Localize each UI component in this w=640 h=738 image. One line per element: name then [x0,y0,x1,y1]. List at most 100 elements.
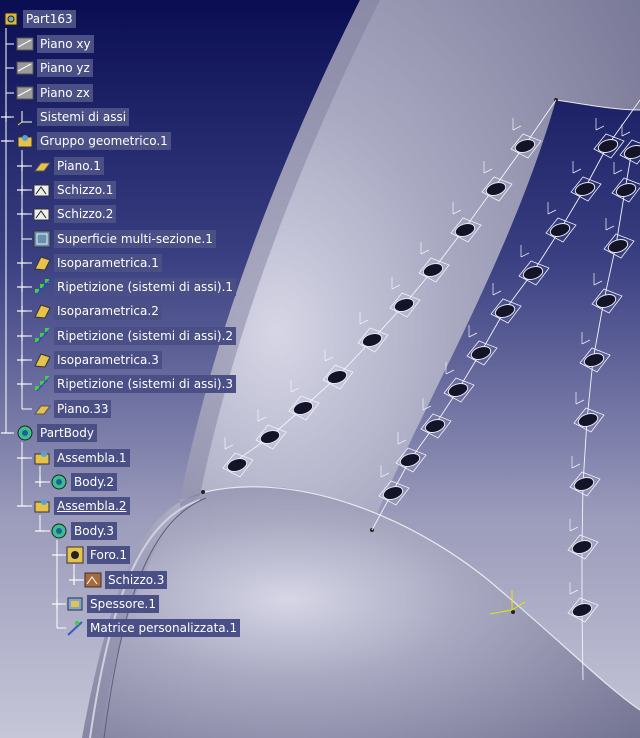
hole [607,239,629,253]
hole-sketch-frame [593,133,625,159]
tree-item-label: Piano yz [37,59,93,77]
tree-item-ripetizione-3[interactable]: Ripetizione (sistemi di assi).3 [33,374,237,394]
hole [361,333,383,347]
axis-gizmo [290,380,300,393]
tree-item-assembla-1[interactable]: Assembla.1 [33,448,130,468]
axis-gizmo [224,437,234,450]
tree-item-body-3[interactable]: Body.3 [50,521,118,541]
tree-item-label: Ripetizione (sistemi di assi).2 [54,327,237,345]
tree-item-spessore-1[interactable]: Spessore.1 [66,594,159,614]
hole [454,223,476,237]
tree-item-label: Assembla.1 [54,449,130,467]
hole [422,263,444,277]
axis-gizmo [483,161,493,174]
tree-item-piano-zx[interactable]: Piano zx [16,83,93,103]
tree-item-assembla-2[interactable]: Assembla.2 [33,496,130,516]
axis-gizmo [492,283,502,296]
axis-gizmo [452,202,462,215]
tree-root-part163[interactable]: Part163 [2,9,76,29]
thickness-icon [66,595,84,613]
tree-item-label: Isoparametrica.2 [54,302,162,320]
hole-sketch-frame [619,139,640,165]
tree-item-label: Body.2 [71,473,118,491]
plane-icon [16,84,34,102]
tree-item-piano-1[interactable]: Piano.1 [33,156,104,176]
hole [595,294,617,308]
tree-item-schizzo-1[interactable]: Schizzo.1 [33,180,117,200]
hole-sketch-frame [418,257,450,283]
surface-thickness-edge [100,486,640,738]
tree-item-superficie-multi-sezione-1[interactable]: Superficie multi-sezione.1 [33,229,216,249]
tree-item-piano-yz[interactable]: Piano yz [16,58,93,78]
hole [571,540,593,554]
tree-item-sistemi-di-assi[interactable]: Sistemi di assi [16,107,130,127]
assemble-icon [33,449,51,467]
tree-item-piano-33[interactable]: Piano.33 [33,399,112,419]
tree-item-isoparametrica-2[interactable]: Isoparametrica.2 [33,301,162,321]
hole-sketch-frame [450,217,482,243]
axis-gizmo [547,202,557,215]
hole-sketch-frame [443,377,475,403]
axis-system-icon [16,108,34,126]
plane-icon [33,157,51,175]
hole-sketch-frame [322,364,354,390]
tree-item-label: Assembla.2 [54,497,130,515]
axis-gizmo [380,465,390,478]
hole-sketch-frame [545,217,577,243]
tree-item-label: Schizzo.1 [54,181,117,199]
tree-item-ripetizione-2[interactable]: Ripetizione (sistemi di assi).2 [33,326,237,346]
tree-item-matrice-personalizzata-1[interactable]: Matrice personalizzata.1 [66,618,241,638]
hole [226,458,248,472]
tree-item-isoparametrica-3[interactable]: Isoparametrica.3 [33,350,162,370]
tree-item-piano-xy[interactable]: Piano xy [16,34,94,54]
hole [393,298,415,312]
axis-gizmo [605,218,615,231]
hole-sketch-frame [255,424,287,450]
axis-gizmo [581,332,591,345]
hole [623,145,640,159]
hole [514,139,536,153]
pattern-holes [222,118,640,623]
tree-item-gruppo-geometrico-1[interactable]: Gruppo geometrico.1 [16,131,171,151]
body-icon [50,473,68,491]
isoparametric-icon [33,254,51,272]
tree-item-schizzo-2[interactable]: Schizzo.2 [33,204,117,224]
tree-item-label: Isoparametrica.3 [54,351,162,369]
body-icon [50,522,68,540]
tree-item-body-2[interactable]: Body.2 [50,472,118,492]
tree-item-schizzo-3[interactable]: Schizzo.3 [84,570,168,590]
hole [574,182,596,196]
axis-gizmo [575,392,585,405]
hole [485,182,507,196]
tree-item-label: Schizzo.2 [54,205,117,223]
tree-item-label: Spessore.1 [87,595,159,613]
tree-item-label: Piano.33 [54,400,112,418]
hole-sketch-frame [490,298,522,324]
hole [571,603,593,617]
tree-item-foro-1[interactable]: Foro.1 [66,545,131,565]
tree-item-label: Matrice personalizzata.1 [87,619,241,637]
hole-sketch-frame [570,176,602,202]
axis-gizmo [571,456,581,469]
hole-sketch-frame [569,471,601,497]
axis-gizmo [569,582,579,595]
tree-item-label: Foro.1 [87,546,131,564]
tree-item-isoparametrica-1[interactable]: Isoparametrica.1 [33,253,162,273]
repetition-icon [33,327,51,345]
hole [522,266,544,280]
hole-sketch-frame [591,288,623,314]
assemble-icon [33,497,51,515]
hole [583,353,605,367]
hole-sketch-frame [579,347,611,373]
plane-icon [33,400,51,418]
hole [573,477,595,491]
tree-item-label: Ripetizione (sistemi di assi).1 [54,278,237,296]
tree-item-ripetizione-1[interactable]: Ripetizione (sistemi di assi).1 [33,277,237,297]
axis-gizmo [621,124,631,137]
axis-gizmo [595,118,605,131]
tree-item-partbody[interactable]: PartBody [16,423,97,443]
axis-gizmo [613,162,623,175]
hole-sketch-frame [395,447,427,473]
